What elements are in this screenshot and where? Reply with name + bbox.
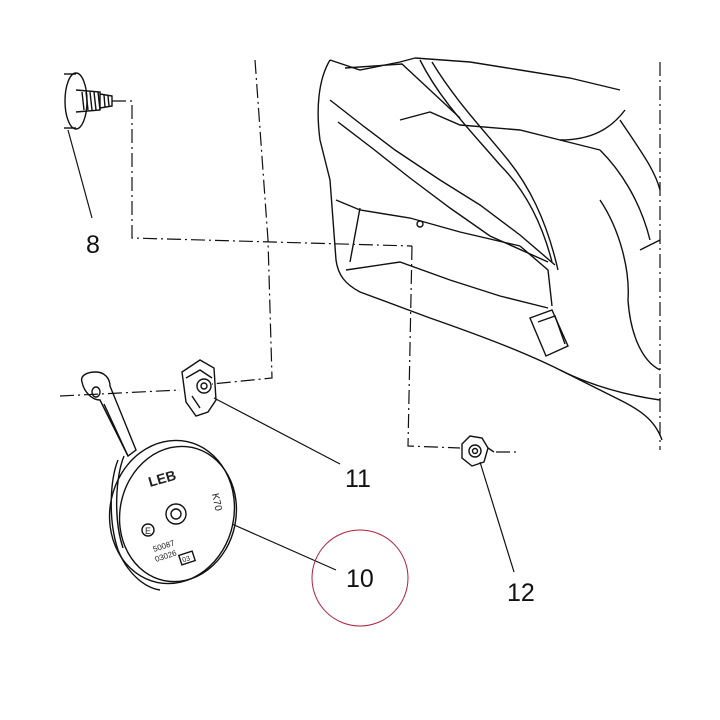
horn-brand-label: LEB <box>146 467 177 490</box>
horn-part: LEB K70 E 50087 03026 03 <box>80 371 238 591</box>
fairing-panel <box>317 57 663 450</box>
flange-nut-part <box>461 435 495 467</box>
speed-nut-part <box>181 359 217 417</box>
assembly-lines <box>59 59 516 453</box>
horn-approval-symbol: E <box>145 526 151 536</box>
bolt-part <box>64 72 113 130</box>
callout-10: 10 <box>346 565 374 593</box>
leader-lines <box>67 129 515 573</box>
horn-model-label: K70 <box>209 492 224 512</box>
callout-10-highlight-circle <box>311 529 409 627</box>
horn-category-label: 03 <box>182 555 192 564</box>
callout-8: 8 <box>86 231 100 259</box>
callout-11: 11 <box>345 465 371 493</box>
callout-12: 12 <box>507 579 535 607</box>
